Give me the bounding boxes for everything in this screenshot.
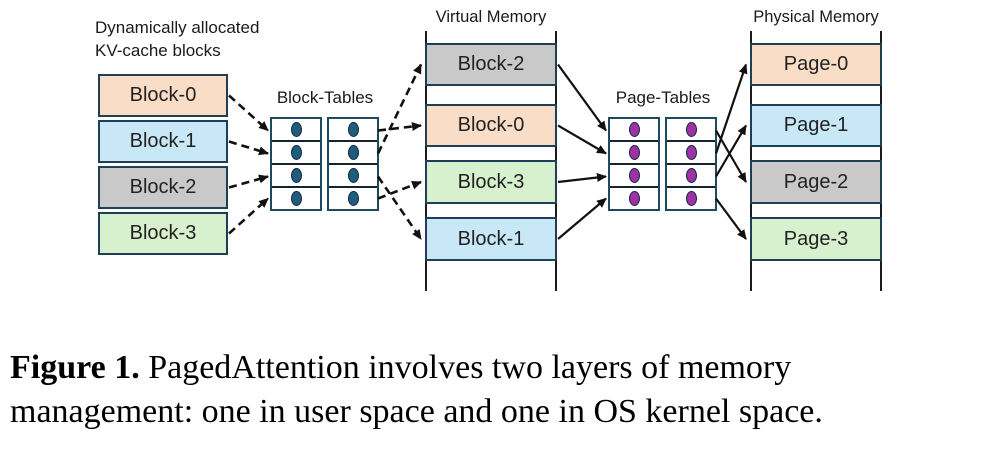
mapping-arrow-block_table_to_virtual (377, 122, 422, 132)
kv-cache-block-label: Block-3 (129, 222, 197, 244)
block-pointer-dot-icon (347, 191, 359, 206)
block-table-cell (272, 119, 320, 142)
page-tables-label: Page-Tables (615, 88, 711, 107)
page-table-cell (667, 165, 715, 188)
block-table-cell (272, 165, 320, 188)
mapping-arrow-virtual_to_page_table (557, 63, 607, 132)
mapping-arrow-virtual_to_page_table (557, 173, 607, 184)
mapping-arrow-page_table_to_physical (715, 129, 747, 183)
physical-memory-label: Physical Memory (753, 8, 879, 26)
physical-memory-page-label: Page-1 (783, 114, 849, 136)
virtual-memory-label: Virtual Memory (435, 8, 547, 26)
virtual-memory-block-label: Block-2 (457, 53, 525, 75)
mapping-arrow-block_table_to_virtual (376, 63, 423, 155)
block-table-cell (272, 188, 320, 209)
mapping-arrow-kv_to_block_table (228, 197, 269, 235)
virtual-memory-column: Block-2 Block-0 Block-3 Block-1 (425, 31, 557, 291)
block-table-cell (272, 142, 320, 165)
physical-memory-page: Page-2 (750, 160, 882, 204)
kv-cache-block-label: Block-1 (129, 130, 197, 152)
virtual-memory-block: Block-2 (425, 43, 557, 86)
physical-memory-page: Page-3 (750, 217, 882, 261)
mapping-arrow-virtual_to_page_table (557, 197, 607, 240)
caption-line-2: management: one in user space and one in… (10, 393, 823, 430)
mapping-arrow-page_table_to_physical (715, 197, 747, 240)
caption-line-1-text: PagedAttention involves two layers of me… (148, 349, 792, 386)
kv-cache-block: Block-0 (98, 74, 228, 117)
block-pointer-dot-icon (347, 168, 359, 183)
block-table-right-column (327, 117, 379, 211)
page-pointer-dot-icon (685, 191, 697, 206)
page-pointer-dot-icon (628, 191, 640, 206)
page-table-cell (667, 119, 715, 142)
block-pointer-dot-icon (290, 168, 302, 183)
caption-figure-label: Figure 1. (10, 349, 140, 386)
kv-cache-block-label: Block-2 (129, 176, 197, 198)
block-pointer-dot-icon (290, 122, 302, 137)
page-table-cell (610, 188, 658, 209)
block-table-cell (329, 188, 377, 209)
block-table-left-column (270, 117, 322, 211)
page-pointer-dot-icon (685, 145, 697, 160)
page-pointer-dot-icon (628, 145, 640, 160)
page-table-cell (610, 119, 658, 142)
figure-caption: Figure 1. PagedAttention involves two la… (10, 346, 995, 434)
page-pointer-dot-icon (628, 122, 640, 137)
page-table (608, 117, 717, 211)
block-tables-label: Block-Tables (276, 88, 374, 107)
block-pointer-dot-icon (290, 191, 302, 206)
mapping-arrow-page_table_to_physical (714, 63, 748, 154)
block-table-cell (329, 119, 377, 142)
page-table-cell (667, 188, 715, 209)
block-pointer-dot-icon (290, 145, 302, 160)
kv-cache-block: Block-3 (98, 212, 228, 255)
physical-memory-page-label: Page-0 (783, 53, 849, 75)
mapping-arrow-block_table_to_virtual (376, 175, 423, 240)
block-table-cell (329, 165, 377, 188)
physical-memory-page: Page-0 (750, 43, 882, 86)
mapping-arrow-kv_to_block_table (228, 174, 269, 189)
kv-cache-label-line1: Dynamically allocated (95, 18, 260, 37)
page-pointer-dot-icon (685, 168, 697, 183)
block-table-cell (329, 142, 377, 165)
mapping-arrow-page_table_to_physical (715, 124, 747, 178)
kv-cache-label: Dynamically allocated KV-cache blocks (95, 16, 259, 62)
mapping-arrow-block_table_to_virtual (377, 180, 422, 200)
mapping-arrow-kv_to_block_table (228, 140, 269, 156)
page-table-right-column (665, 117, 717, 211)
virtual-memory-block-label: Block-0 (457, 114, 525, 136)
block-pointer-dot-icon (347, 122, 359, 137)
physical-memory-page-label: Page-3 (783, 227, 849, 250)
kv-cache-label-line2: KV-cache blocks (95, 41, 221, 60)
kv-cache-block-label: Block-0 (129, 84, 197, 106)
physical-memory-page-label: Page-2 (783, 170, 849, 193)
kv-cache-block-stack: Block-0 Block-1 Block-2 Block-3 (98, 74, 228, 255)
caption-line-1: Figure 1. PagedAttention involves two la… (10, 346, 995, 390)
virtual-memory-block: Block-0 (425, 104, 557, 147)
page-table-cell (610, 165, 658, 188)
block-pointer-dot-icon (347, 145, 359, 160)
virtual-memory-block: Block-3 (425, 160, 557, 204)
page-table-cell (610, 142, 658, 165)
page-pointer-dot-icon (685, 122, 697, 137)
physical-memory-page: Page-1 (750, 104, 882, 147)
block-table (270, 117, 379, 211)
page-pointer-dot-icon (628, 168, 640, 183)
virtual-memory-block-label: Block-3 (457, 170, 525, 193)
page-table-cell (667, 142, 715, 165)
kv-cache-block: Block-2 (98, 166, 228, 209)
kv-cache-block: Block-1 (98, 120, 228, 163)
mapping-arrow-virtual_to_page_table (557, 124, 607, 155)
page-table-left-column (608, 117, 660, 211)
physical-memory-column: Page-0 Page-1 Page-2 Page-3 (750, 31, 882, 291)
virtual-memory-block-label: Block-1 (457, 227, 525, 250)
virtual-memory-block: Block-1 (425, 217, 557, 261)
